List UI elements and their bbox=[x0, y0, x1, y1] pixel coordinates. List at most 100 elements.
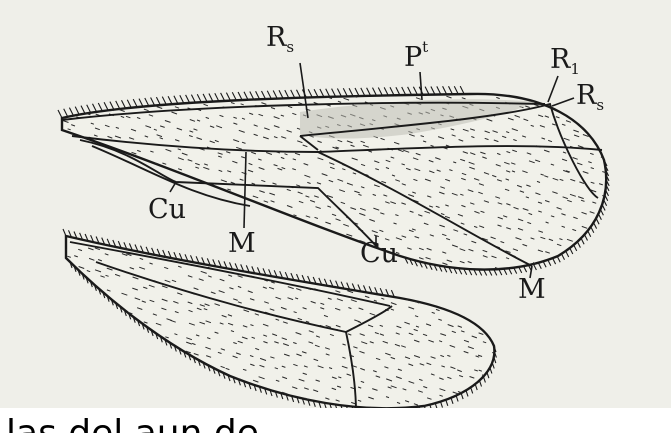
fringe-hair bbox=[267, 91, 271, 99]
seta-mark bbox=[111, 218, 117, 220]
seta-mark bbox=[149, 344, 154, 346]
seta-mark bbox=[143, 231, 146, 232]
seta-mark bbox=[118, 321, 123, 323]
seta-mark bbox=[145, 391, 151, 393]
seta-mark bbox=[569, 261, 573, 262]
seta-mark bbox=[283, 219, 287, 220]
fringe-hair bbox=[145, 98, 149, 106]
seta-mark bbox=[87, 288, 92, 290]
seta-mark bbox=[607, 263, 611, 265]
seta-mark bbox=[474, 92, 477, 93]
seta-mark bbox=[83, 98, 88, 100]
fringe-hair bbox=[174, 96, 178, 104]
fringe-hair bbox=[81, 106, 85, 114]
seta-mark bbox=[427, 288, 431, 289]
seta-mark bbox=[464, 279, 470, 281]
seta-mark bbox=[60, 271, 64, 273]
seta-mark bbox=[210, 249, 216, 251]
seta-mark bbox=[211, 215, 215, 216]
leader-r1 bbox=[548, 76, 558, 102]
seta-mark bbox=[332, 246, 336, 247]
seta-mark bbox=[593, 275, 599, 277]
seta-mark bbox=[602, 274, 606, 275]
fringe-hair bbox=[285, 90, 289, 98]
seta-mark bbox=[128, 334, 134, 336]
label-m-right: M bbox=[518, 274, 546, 305]
seta-mark bbox=[256, 230, 259, 231]
fringe-hair bbox=[308, 89, 312, 97]
seta-mark bbox=[176, 93, 180, 94]
seta-mark bbox=[84, 305, 88, 306]
seta-mark bbox=[161, 172, 165, 173]
seta-mark bbox=[218, 212, 222, 213]
fringe-hair bbox=[602, 205, 605, 211]
seta-mark bbox=[273, 252, 279, 254]
seta-mark bbox=[67, 173, 72, 175]
seta-mark bbox=[68, 207, 73, 209]
seta-mark bbox=[100, 215, 105, 217]
seta-mark bbox=[349, 274, 353, 275]
seta-mark bbox=[610, 125, 615, 127]
seta-mark bbox=[281, 257, 284, 258]
seta-mark bbox=[84, 399, 89, 401]
seta-mark bbox=[241, 399, 244, 400]
seta-mark bbox=[142, 229, 147, 231]
seta-mark bbox=[281, 251, 285, 252]
seta-mark bbox=[72, 322, 77, 324]
seta-mark bbox=[603, 119, 606, 120]
seta-mark bbox=[445, 291, 450, 293]
seta-mark bbox=[63, 147, 67, 148]
seta-mark bbox=[205, 260, 211, 262]
fringe-hair bbox=[355, 88, 359, 96]
fringe-hair bbox=[604, 200, 607, 206]
fringe-hair bbox=[471, 387, 473, 393]
seta-mark bbox=[67, 316, 71, 318]
seta-mark bbox=[502, 282, 507, 284]
fringe-hair bbox=[566, 251, 569, 257]
seta-mark bbox=[215, 249, 219, 250]
label-m-mid: M bbox=[228, 228, 256, 259]
seta-mark bbox=[286, 240, 290, 241]
seta-mark bbox=[475, 287, 479, 289]
seta-mark bbox=[65, 345, 69, 346]
seta-mark bbox=[116, 344, 121, 346]
seta-mark bbox=[94, 292, 98, 293]
seta-mark bbox=[237, 201, 241, 202]
seta-mark bbox=[85, 381, 90, 383]
seta-mark bbox=[474, 401, 478, 402]
fringe-hair bbox=[168, 96, 172, 104]
seta-mark bbox=[175, 393, 181, 395]
seta-mark bbox=[208, 236, 213, 238]
seta-mark bbox=[83, 225, 88, 227]
seta-mark bbox=[262, 402, 267, 404]
seta-mark bbox=[120, 386, 124, 387]
fringe-hair bbox=[396, 87, 400, 95]
fringe-hair bbox=[110, 102, 114, 110]
fringe-hair bbox=[186, 95, 190, 103]
seta-mark bbox=[131, 94, 135, 95]
seta-mark bbox=[129, 217, 135, 219]
fringe-hair bbox=[314, 89, 318, 97]
fringe-hair bbox=[466, 390, 468, 396]
seta-mark bbox=[436, 298, 440, 299]
seta-mark bbox=[93, 190, 99, 192]
seta-mark bbox=[562, 277, 565, 278]
fringe-hair bbox=[600, 209, 603, 215]
seta-mark bbox=[375, 273, 380, 275]
seta-mark bbox=[269, 217, 275, 219]
seta-mark bbox=[164, 403, 169, 405]
seta-mark bbox=[73, 181, 77, 182]
seta-mark bbox=[164, 233, 168, 235]
seta-mark bbox=[494, 334, 500, 336]
seta-mark bbox=[107, 208, 110, 209]
seta-mark bbox=[556, 94, 560, 96]
seta-mark bbox=[119, 194, 125, 196]
seta-mark bbox=[617, 258, 622, 260]
fringe-hair bbox=[402, 87, 406, 95]
seta-mark bbox=[166, 363, 172, 365]
seta-mark bbox=[285, 224, 288, 225]
fringe-hair bbox=[238, 92, 242, 100]
seta-mark bbox=[611, 269, 615, 270]
